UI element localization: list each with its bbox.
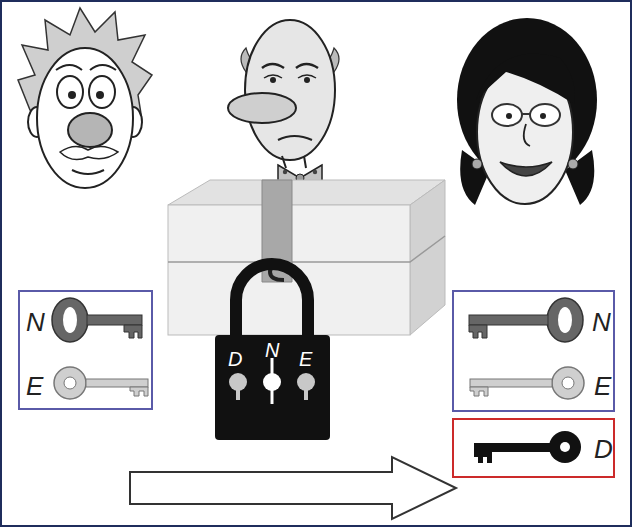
dot: [283, 170, 287, 174]
keyhole: [297, 373, 315, 391]
key-panel: NE: [18, 290, 153, 410]
key-hole: [64, 377, 76, 389]
nose: [524, 124, 530, 146]
key-shaft: [474, 443, 550, 452]
eye: [57, 76, 83, 108]
pupil: [68, 91, 76, 99]
key-e: [470, 367, 584, 399]
glasses-bridge: [522, 113, 530, 115]
key-ring: [54, 367, 86, 399]
cartoon-face: [457, 18, 597, 205]
nose: [68, 113, 112, 147]
key-shaft: [469, 315, 548, 325]
pupil: [540, 113, 546, 119]
lock-slot-label: E: [299, 349, 312, 369]
lock-slot-label: N: [265, 340, 279, 360]
key-hole: [63, 307, 77, 333]
key-d: [474, 431, 581, 463]
key-ring: [52, 298, 88, 342]
key-bit: [130, 387, 148, 396]
key-shaft: [86, 379, 148, 387]
eyebrow: [262, 64, 318, 68]
glasses: [530, 104, 560, 126]
earring: [568, 159, 578, 169]
key-hole: [558, 307, 572, 333]
mouth: [500, 162, 552, 176]
key-e: [54, 367, 148, 399]
key-bit: [474, 452, 492, 463]
chest-top: [168, 180, 445, 205]
key-bit: [470, 387, 488, 396]
key-shaft: [87, 315, 142, 325]
head: [37, 48, 133, 188]
key-ring: [552, 367, 584, 399]
nose: [228, 93, 296, 123]
keyhole: [236, 386, 240, 400]
eye: [89, 76, 115, 108]
mouth: [278, 136, 312, 140]
key-shaft: [470, 379, 552, 387]
key-ring: [547, 298, 583, 342]
key-label: E: [594, 373, 611, 399]
key-panel: D: [452, 418, 615, 478]
key-label: E: [26, 373, 43, 399]
key-label: N: [26, 309, 45, 335]
key-panel: NE: [452, 290, 615, 412]
cartoon-face: [228, 20, 339, 192]
lid-seam: [168, 236, 445, 262]
key-label: N: [592, 309, 611, 335]
direction-arrow: [130, 457, 456, 519]
key-hole: [562, 377, 574, 389]
keyhole: [263, 373, 281, 391]
mouth: [72, 170, 104, 174]
key-bit: [124, 325, 142, 338]
eyebrow: [56, 65, 116, 70]
pupil: [304, 77, 310, 83]
padlock-body: D NE: [215, 335, 330, 440]
dot: [313, 170, 317, 174]
key-slot-line: [271, 358, 274, 404]
keyhole: [229, 373, 247, 391]
key-label: D: [594, 436, 613, 462]
neck: [282, 156, 306, 168]
key-n: [52, 298, 142, 342]
lock-shackle: [236, 264, 308, 340]
lock-slot-label: D: [228, 349, 242, 369]
head: [245, 20, 335, 160]
earring: [472, 159, 482, 169]
glasses: [492, 104, 522, 126]
key-hole: [560, 442, 570, 452]
key-bit: [469, 325, 487, 338]
mustache: [60, 146, 118, 159]
pupil: [96, 91, 104, 99]
key-n: [469, 298, 583, 342]
pupil: [270, 77, 276, 83]
key-ring: [549, 431, 581, 463]
cartoon-face: [18, 8, 152, 188]
bangs: [476, 54, 575, 104]
keyhole: [304, 386, 308, 400]
pupil: [506, 113, 512, 119]
